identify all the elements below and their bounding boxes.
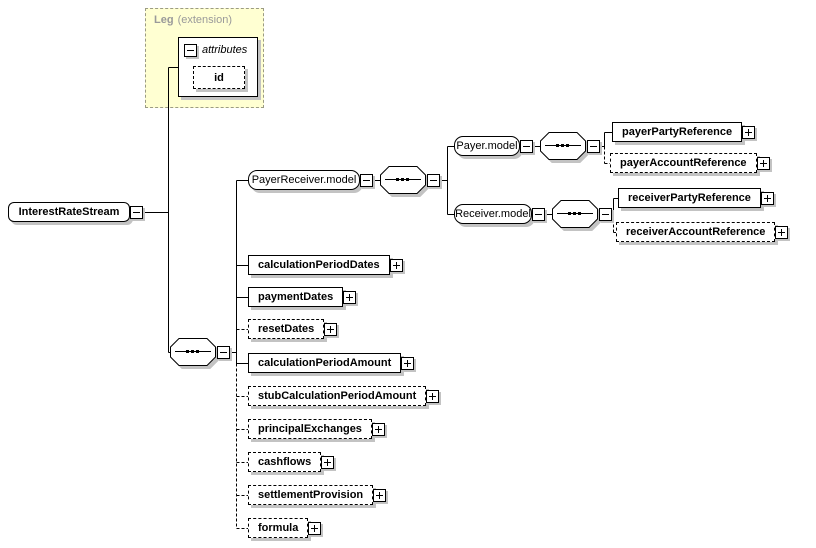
extension-title: Leg(extension): [154, 14, 232, 26]
group-label: Receiver.model: [455, 208, 531, 220]
sequence-icon[interactable]: [540, 132, 600, 160]
expand-icon[interactable]: [371, 422, 385, 436]
group-label: PayerReceiver.model: [251, 174, 357, 186]
extension-name: Leg: [154, 14, 174, 26]
element-stubCalculationPeriodAmount[interactable]: stubCalculationPeriodAmount: [248, 386, 440, 406]
collapse-icon[interactable]: [360, 173, 373, 187]
expand-icon[interactable]: [760, 191, 774, 205]
group-Payer-model[interactable]: Payer.model: [454, 136, 533, 156]
element-principalExchanges[interactable]: principalExchanges: [248, 419, 385, 439]
expand-icon[interactable]: [343, 290, 357, 304]
element-formula[interactable]: formula: [248, 518, 322, 538]
expand-icon[interactable]: [775, 225, 789, 239]
element-settlementProvision[interactable]: settlementProvision: [248, 485, 387, 505]
collapse-icon[interactable]: [184, 44, 197, 57]
collapse-icon[interactable]: [532, 207, 545, 221]
element-label: InterestRateStream: [18, 206, 120, 218]
sequence-icon[interactable]: [552, 200, 612, 228]
element-cashflows[interactable]: cashflows: [248, 452, 335, 472]
collapse-icon[interactable]: [520, 139, 533, 153]
group-label: Payer.model: [456, 140, 518, 152]
expand-icon[interactable]: [426, 389, 440, 403]
element-label: cashflows: [258, 456, 312, 468]
element-paymentDates[interactable]: paymentDates: [248, 287, 357, 307]
extension-kind: (extension): [177, 14, 232, 26]
element-InterestRateStream[interactable]: InterestRateStream: [8, 202, 143, 222]
expand-icon[interactable]: [401, 356, 415, 370]
attribute-id-label: id: [214, 71, 224, 84]
expand-icon[interactable]: [308, 521, 322, 535]
collapse-icon[interactable]: [427, 173, 440, 187]
element-receiverPartyReference[interactable]: receiverPartyReference: [618, 188, 774, 208]
element-calculationPeriodAmount[interactable]: calculationPeriodAmount: [248, 353, 415, 373]
attributes-box[interactable]: attributes id: [178, 37, 258, 97]
element-label: paymentDates: [258, 291, 334, 303]
expand-icon[interactable]: [742, 125, 756, 139]
attribute-id[interactable]: id: [193, 66, 245, 89]
element-label: payerPartyReference: [622, 126, 733, 138]
collapse-icon[interactable]: [130, 205, 143, 219]
element-label: resetDates: [258, 323, 315, 335]
element-label: calculationPeriodAmount: [258, 357, 392, 369]
attributes-label: attributes: [202, 44, 248, 56]
element-receiverAccountReference[interactable]: receiverAccountReference: [616, 222, 789, 242]
element-payerAccountReference[interactable]: payerAccountReference: [610, 153, 770, 173]
collapse-icon[interactable]: [217, 345, 230, 359]
expand-icon[interactable]: [389, 258, 403, 272]
group-PayerReceiver-model[interactable]: PayerReceiver.model: [248, 170, 373, 190]
element-calculationPeriodDates[interactable]: calculationPeriodDates: [248, 255, 403, 275]
element-label: settlementProvision: [258, 489, 364, 501]
element-label: formula: [258, 522, 299, 534]
sequence-icon[interactable]: [170, 338, 230, 366]
expand-icon[interactable]: [756, 156, 770, 170]
group-Receiver-model[interactable]: Receiver.model: [454, 204, 545, 224]
element-payerPartyReference[interactable]: payerPartyReference: [612, 122, 756, 142]
element-label: receiverPartyReference: [628, 192, 751, 204]
element-label: calculationPeriodDates: [258, 259, 380, 271]
element-label: principalExchanges: [258, 423, 362, 435]
element-label: stubCalculationPeriodAmount: [258, 390, 417, 402]
collapse-icon[interactable]: [599, 207, 612, 221]
expand-icon[interactable]: [321, 455, 335, 469]
element-resetDates[interactable]: resetDates: [248, 319, 338, 339]
sequence-icon[interactable]: [380, 166, 440, 194]
element-label: receiverAccountReference: [626, 226, 766, 238]
collapse-icon[interactable]: [587, 139, 600, 153]
expand-icon[interactable]: [373, 488, 387, 502]
expand-icon[interactable]: [324, 322, 338, 336]
element-label: payerAccountReference: [620, 157, 747, 169]
